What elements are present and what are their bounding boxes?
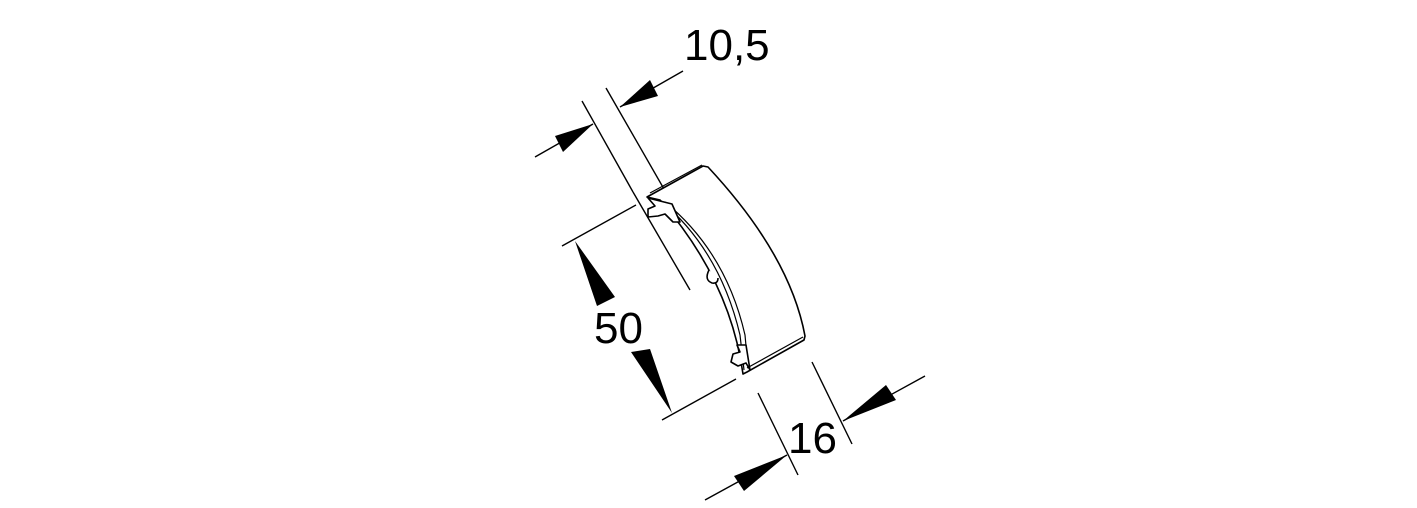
- extension-line-left: [581, 100, 634, 193]
- bottom-clip: [730, 344, 751, 371]
- arrowhead-right-icon: [620, 80, 658, 107]
- arrowhead-left-icon: [555, 124, 593, 152]
- arrowhead-right-icon: [843, 385, 896, 421]
- profile-cover-shape: [632, 164, 806, 375]
- cover-bottom-edge: [746, 336, 804, 369]
- cover-inner-wall-2: [664, 201, 749, 369]
- dimension-label-width: 50: [594, 304, 643, 353]
- dimension-16: 16: [704, 361, 926, 501]
- dimension-50: 50: [561, 204, 737, 421]
- extension-line-right: [605, 87, 669, 197]
- cover-top-edge: [649, 164, 703, 194]
- middle-bump: [706, 269, 719, 284]
- extension-line-bottom: [661, 378, 737, 421]
- extension-line-through-shape: [632, 191, 691, 291]
- arrowhead-top-icon: [575, 241, 615, 306]
- arrowhead-bottom-icon: [631, 349, 672, 413]
- arrowhead-left-icon: [734, 455, 787, 491]
- cover-body: [646, 165, 806, 375]
- extension-line-top: [561, 204, 637, 247]
- top-clip: [647, 197, 681, 223]
- extension-line-right: [811, 361, 853, 445]
- dimension-label-thickness: 10,5: [684, 21, 770, 70]
- dimension-label-depth: 16: [788, 414, 837, 463]
- extension-line-left: [757, 392, 799, 476]
- dimension-10-5: 10,5: [534, 21, 770, 197]
